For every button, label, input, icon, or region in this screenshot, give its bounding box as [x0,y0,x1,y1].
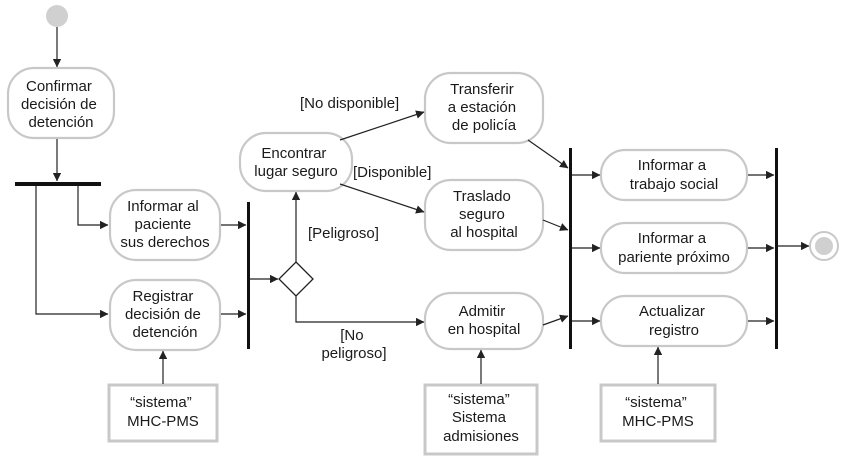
activity-inform-next-of-kin: Informar a pariente próximo [599,221,749,275]
system-mhc-pms-left: “sistema” MHC-PMS [107,383,219,443]
decision-node [278,261,314,297]
join-bar-3 [775,148,778,349]
svg-text:Informar a pariente próx: Informar a pariente próximo [618,230,730,266]
activity-find-safe-place: Encontrar lugar seguro [238,131,354,193]
final-node [809,231,839,261]
edge-police-to-join [527,139,569,169]
inform-patient-line-3: sus derechos [120,234,209,251]
svg-text:“sistema” Sistema: “sistema” Sistema admisiones [443,391,519,445]
join-bar-2 [569,148,572,349]
activity-update-record: Actualizar registro [599,294,749,348]
edge-find-place-to-police [339,110,425,141]
inform-social-work-line-2: trabajo social [630,176,718,193]
confirm-decision-line-1: Confirmar [26,78,92,95]
safe-transfer-line-2: seguro [459,206,505,223]
guard-not-available: [No disponible] [300,95,399,112]
system-right-line-2: MHC-PMS [622,413,694,430]
activity-inform-patient: Informar al paciente sus derechos [108,188,222,262]
system-admissions-line-2: Sistema [452,409,507,426]
edge-hospital-to-join [542,219,569,231]
svg-text:Actualizar registro: Actualizar registro [639,303,709,339]
edge-find-place-to-hospital [339,183,425,214]
guard-not-dangerous-line-2: peligroso] [321,345,386,362]
find-safe-place-line-2: lugar seguro [254,163,337,180]
svg-text:Registrar decisión de: Registrar decisión de detención [125,288,205,341]
system-admissions: “sistema” Sistema admisiones [423,383,539,456]
edge-admit-to-join [542,314,569,326]
fork-bar [15,182,101,186]
inform-next-of-kin-line-2: pariente próximo [618,249,730,266]
inform-patient-line-1: Informar al [127,198,199,215]
find-safe-place-line-1: Encontrar [261,145,326,162]
guard-not-dangerous-line-1: [No [340,327,363,344]
activity-admit-hospital: Admitir en hospital [423,291,545,351]
safe-transfer-line-1: Traslado [453,188,511,205]
transfer-police-line-3: de policía [452,117,517,134]
guard-dangerous: [Peligroso] [308,225,379,242]
svg-text:Transferir a estación: Transferir a estación de policía [448,81,521,134]
inform-social-work-line-1: Informar a [638,157,707,174]
system-admissions-line-1: “sistema” [448,391,510,408]
inform-patient-line-2: paciente [135,216,192,233]
update-record-line-2: registro [649,322,699,339]
activity-inform-social-work: Informar a trabajo social [599,148,749,202]
edge-decision-to-admit [295,296,425,327]
transfer-police-line-2: a estación [448,99,516,116]
admit-hospital-line-2: en hospital [448,321,521,338]
activity-confirm-decision: Confirmar decisión de detención [6,66,116,140]
confirm-decision-line-2: decisión de [21,96,97,113]
inform-next-of-kin-line-1: Informar a [638,230,707,247]
system-admissions-line-3: admisiones [443,428,519,445]
system-right-line-1: “sistema” [625,394,687,411]
join-bar-1 [247,202,250,349]
guard-available: [Disponible] [353,164,431,181]
system-mhc-pms-right: “sistema” MHC-PMS [599,383,717,443]
admit-hospital-line-1: Admitir [459,303,506,320]
transfer-police-line-1: Transferir [450,81,514,98]
confirm-decision-line-3: detención [28,114,93,131]
svg-text:Informar a trabajo socia: Informar a trabajo social [630,157,718,193]
svg-text:Traslado seguro al: Traslado seguro al hospital [450,188,518,241]
guard-not-dangerous: [No peligroso] [321,327,386,362]
svg-text:“sistema” MHC-PMS: “sistema” MHC-PMS [127,394,199,430]
initial-node [46,5,68,27]
svg-text:“sistema” MHC-PMS: “sistema” MHC-PMS [622,394,694,430]
activity-transfer-police: Transferir a estación de policía [423,71,545,145]
edge-fork-to-inform-patient [77,186,109,230]
svg-text:Confirmar decisión de: Confirmar decisión de detención [21,78,101,131]
update-record-line-1: Actualizar [639,303,705,320]
system-left-line-2: MHC-PMS [127,413,199,430]
activity-safe-transfer-hospital: Traslado seguro al hospital [423,178,545,252]
register-decision-line-3: detención [132,324,197,341]
safe-transfer-line-3: al hospital [450,224,518,241]
edge-fork-to-register [35,186,109,319]
svg-text:Encontrar lugar seguro: Encontrar lugar seguro [254,145,337,180]
svg-text:Admitir en hospital: Admitir en hospital [448,303,521,338]
register-decision-line-1: Registrar [132,288,193,305]
svg-text:Informar al paciente: Informar al paciente sus derechos [120,198,209,251]
activity-register-decision: Registrar decisión de detención [108,278,222,352]
register-decision-line-2: decisión de [125,306,201,323]
system-left-line-1: “sistema” [130,394,192,411]
